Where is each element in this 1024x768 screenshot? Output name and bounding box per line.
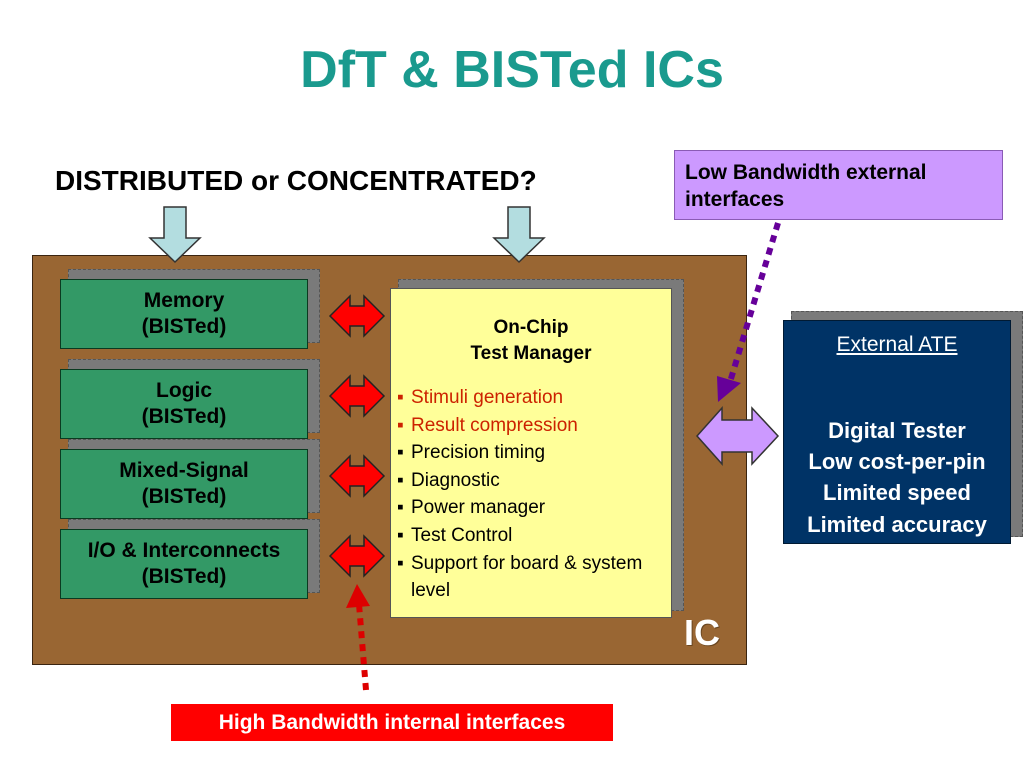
logic-block: Logic (BISTed) (60, 369, 308, 439)
feature-item: Test Control (397, 522, 671, 550)
down-arrow-distributed (148, 206, 202, 264)
feature-item: Power manager (397, 494, 671, 522)
diagram-question: DISTRIBUTED or CONCENTRATED? (55, 165, 537, 196)
feature-item: Diagnostic (397, 467, 671, 495)
test-manager-box: On-Chip Test Manager Stimuli generation … (390, 288, 672, 618)
block-sub: (BISTed) (141, 485, 227, 508)
ate-line: Limited speed (823, 480, 971, 506)
memory-block: Memory (BISTed) (60, 279, 308, 349)
feature-item: Stimuli generation (397, 384, 671, 412)
feature-item: Support for board & system level (397, 550, 671, 605)
block-sub: (BISTed) (141, 405, 227, 428)
feature-item: Result compression (397, 412, 671, 440)
mixed-signal-block: Mixed-Signal (BISTed) (60, 449, 308, 519)
ate-line: Limited accuracy (807, 511, 987, 537)
low-bandwidth-callout: Low Bandwidth external interfaces (674, 150, 1003, 220)
down-arrow-concentrated (492, 206, 546, 264)
page-title: DfT & BISTed ICs (300, 41, 724, 99)
ic-label: IC (684, 612, 720, 653)
ate-title: External ATE (836, 333, 958, 356)
io-interconnects-block: I/O & Interconnects (BISTed) (60, 529, 308, 599)
block-sub: (BISTed) (141, 315, 227, 338)
test-manager-title-line1: On-Chip (493, 317, 569, 338)
ate-line: Low cost-per-pin (808, 449, 986, 475)
test-manager-feature-list: Stimuli generation Result compression Pr… (391, 384, 671, 604)
test-manager-title-line2: Test Manager (470, 342, 592, 364)
block-name: Memory (143, 288, 225, 312)
feature-item: Precision timing (397, 439, 671, 467)
high-bandwidth-callout: High Bandwidth internal interfaces (171, 704, 613, 741)
block-name: Mixed-Signal (119, 458, 249, 482)
block-sub: (BISTed) (141, 565, 227, 588)
ate-line: Digital Tester (828, 418, 966, 443)
block-name: I/O & Interconnects (87, 538, 281, 562)
external-ate-box: External ATE Digital Tester Low cost-per… (783, 320, 1011, 544)
block-name: Logic (156, 378, 212, 402)
